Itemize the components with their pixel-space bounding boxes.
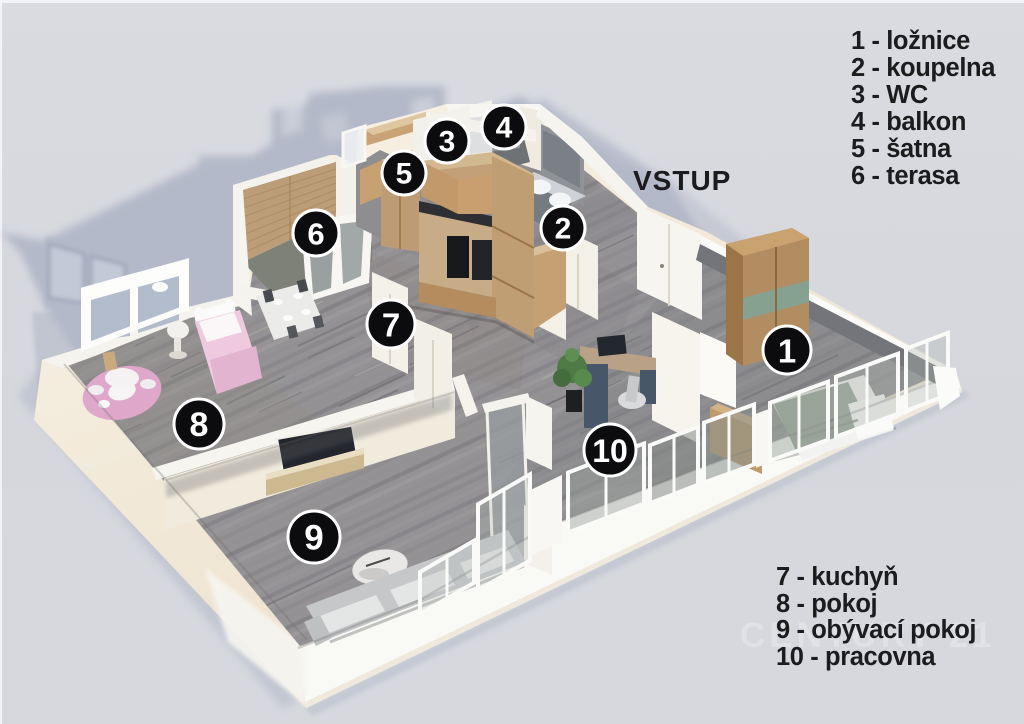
svg-text:1: 1 — [778, 333, 796, 370]
svg-text:7: 7 — [382, 307, 400, 344]
svg-text:6: 6 — [307, 217, 324, 252]
svg-text:4: 4 — [496, 112, 513, 145]
svg-text:CENTURY 21: CENTURY 21 — [740, 616, 996, 655]
svg-text:3: 3 — [439, 126, 456, 159]
svg-text:8 - pokoj: 8 - pokoj — [776, 590, 877, 618]
svg-text:2 - koupelna: 2 - koupelna — [851, 54, 996, 82]
svg-text:9 - obývací pokoj: 9 - obývací pokoj — [776, 616, 976, 644]
svg-text:6 - terasa: 6 - terasa — [851, 162, 960, 190]
svg-text:9: 9 — [304, 519, 323, 558]
svg-text:VSTUP: VSTUP — [633, 165, 731, 196]
svg-text:2: 2 — [555, 213, 572, 246]
svg-text:3 - WC: 3 - WC — [851, 81, 928, 109]
svg-text:5: 5 — [396, 158, 413, 191]
svg-text:4 - balkon: 4 - balkon — [851, 108, 966, 136]
svg-text:1 - ložnice: 1 - ložnice — [851, 27, 970, 55]
svg-text:7 - kuchyň: 7 - kuchyň — [776, 563, 898, 591]
svg-text:5 - šatna: 5 - šatna — [851, 135, 952, 163]
svg-text:8: 8 — [190, 406, 209, 444]
svg-text:10: 10 — [592, 433, 628, 469]
svg-text:10 - pracovna: 10 - pracovna — [776, 643, 936, 671]
